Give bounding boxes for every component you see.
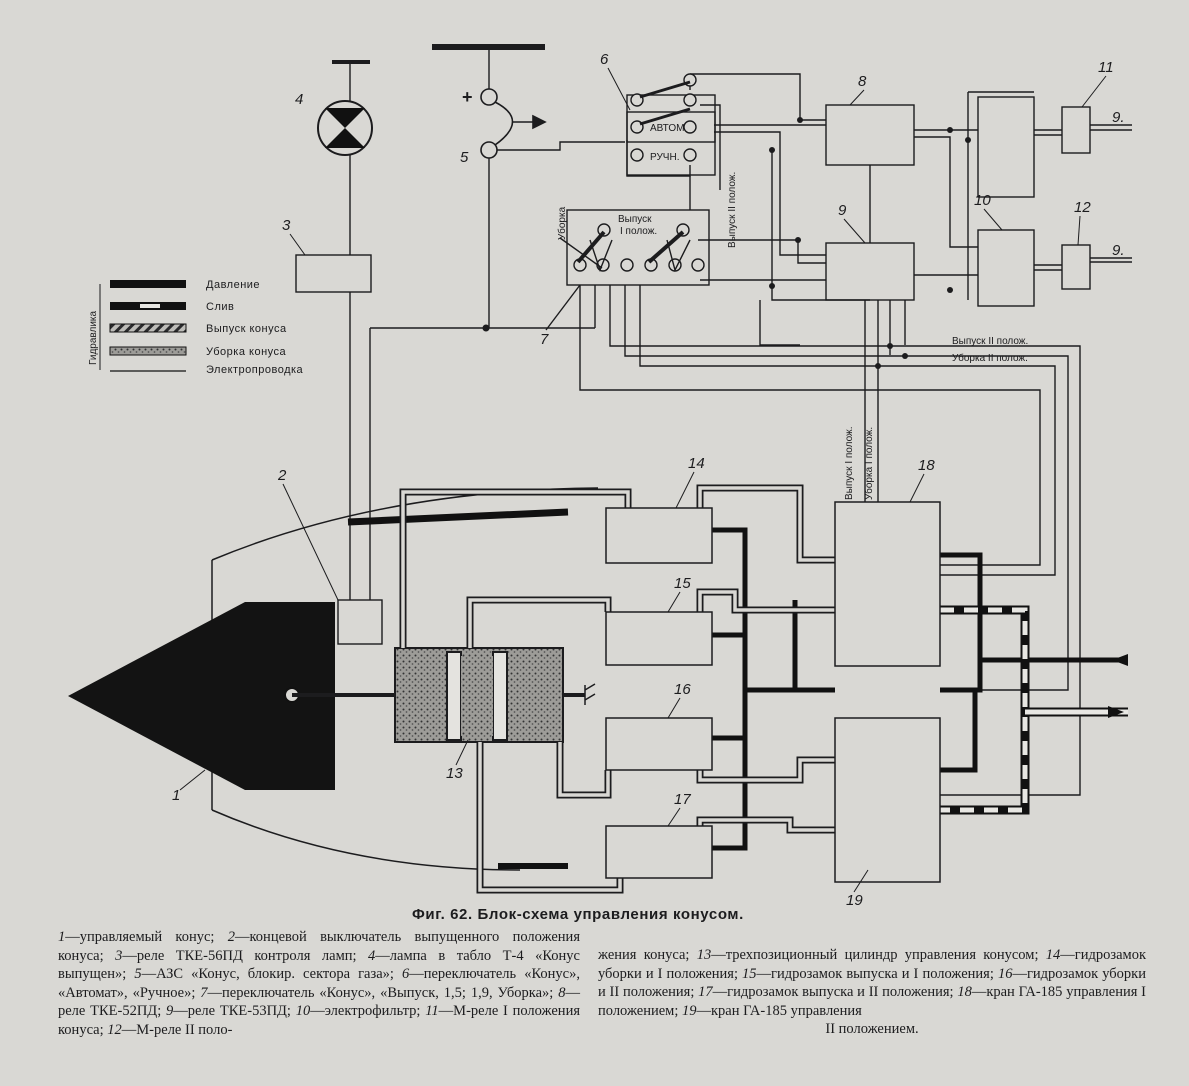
legend-swatch-retract [110,347,186,355]
legend-text: —электрофильтр; [310,1003,425,1019]
filter-10 [978,97,1034,197]
label-vypusk1b: I полож. [620,226,657,237]
wire-label-ub2: Уборка II полож. [952,352,1028,364]
label-plus: + [462,87,473,107]
legend-number: 12 [107,1022,122,1038]
m-relay-11 [1062,107,1090,153]
switch-labels: + АВТОМ РУЧН. Выпуск I полож. Уборка Вып… [462,87,1125,500]
legend-text: —реле ТКЕ-56ПД контроля ламп; [122,948,368,964]
ref-5: 5 [460,149,469,166]
ref-10: 10 [974,192,991,209]
label-avtom: АВТОМ [650,123,684,134]
legend-text: —гидрозамок выпуска и I положения; [757,966,998,982]
legend-text: —реле ТКЕ-53ПД; [173,1003,295,1019]
legend-tail: II положением. [598,1020,1146,1039]
ref-13: 13 [446,765,463,782]
ref-16: 16 [674,681,691,698]
legend-text: —управляемый конус; [65,929,228,945]
legend-number: 10 [296,1003,311,1019]
legend-number: 17 [698,984,713,1000]
power-mark-11: 9. [1112,109,1125,126]
ref-15: 15 [674,575,691,592]
relay-9 [826,243,914,300]
legend-number: 13 [697,947,712,963]
legend-number: 14 [1046,947,1061,963]
legend: Гидравлика Давление Слив Выпуск конуса У… [88,279,304,376]
legend-text: —кран ГА-185 управления [697,1003,862,1019]
relay-3 [296,255,371,292]
valve-19 [835,718,940,882]
legend-number: 15 [742,966,757,982]
description-right: жения конуса; 13—трехпозиционный цилиндр… [598,946,1146,1039]
legend-text: —АЗС «Конус, блокир. сектора газа»; [142,966,402,982]
ref-11: 11 [1098,59,1114,76]
ref-7: 7 [540,331,549,348]
legend-label-pressure: Давление [206,279,260,291]
relay-8 [826,105,914,165]
wire-label-ub1: Уборка I полож. [863,427,875,500]
drain-lines [940,610,1128,810]
ref-1: 1 [172,787,180,804]
label-vypusk2: Выпуск II полож. [727,172,738,248]
legend-number: 8 [558,985,565,1001]
power-mark-12: 9. [1112,242,1125,259]
cylinder-13 [292,648,595,742]
ref-14: 14 [688,455,705,472]
label-vypusk1: Выпуск [618,214,652,225]
legend-label-retract: Уборка конуса [206,346,287,358]
legend-text: —гидрозамок выпуска и II положения; [713,984,958,1000]
ref-2: 2 [277,467,287,484]
label-uborka: Уборка [556,206,568,240]
valve-18 [835,502,940,666]
hydrolock-16 [606,718,712,770]
lamp-4 [318,101,372,155]
legend-label-drain: Слив [206,301,234,313]
legend-label-extend: Выпуск конуса [206,323,287,335]
legend-number: 19 [682,1003,697,1019]
filter-10b [978,230,1034,306]
ref-9: 9 [838,202,847,219]
figure-caption: Фиг. 62. Блок-схема управления конусом. [412,906,1012,923]
legend-number: 7 [200,985,207,1001]
legend-text: жения конуса; [598,947,697,963]
legend-number: 2 [228,929,235,945]
legend-text: —М-реле II поло- [122,1022,233,1038]
legend-text: —переключатель «Конус», «Выпуск, 1,5; 1,… [208,985,559,1001]
m-relay-12 [1062,245,1090,289]
hydrolock-17 [606,826,712,878]
description-left: 1—управляемый конус; 2—концевой выключат… [58,928,580,1040]
ref-17: 17 [674,791,691,808]
legend-number: 11 [425,1003,438,1019]
label-ruchn: РУЧН. [650,152,679,163]
ref-3: 3 [282,217,291,234]
ref-8: 8 [858,73,867,90]
legend-number: 5 [134,966,141,982]
legend-group-label: Гидравлика [88,311,99,365]
legend-text: —трехпозиционный цилиндр управления кону… [711,947,1046,963]
ref-12: 12 [1074,199,1091,216]
hydrolock-14 [606,508,712,563]
legend-swatch-pressure [110,280,186,288]
limit-switch-2 [338,600,382,644]
legend-swatch-extend [110,324,186,332]
wire-label-vyp2: Выпуск II полож. [952,336,1028,347]
legend-number: 16 [998,966,1013,982]
ref-4: 4 [295,91,303,108]
ref-6: 6 [600,51,609,68]
hydrolock-15 [606,612,712,665]
circuit-breaker-5 [481,89,545,158]
legend-number: 18 [957,984,972,1000]
wire-label-vyp1: Выпуск I полож. [844,427,855,501]
ref-18: 18 [918,457,935,474]
legend-label-wire: Электропроводка [206,364,304,376]
